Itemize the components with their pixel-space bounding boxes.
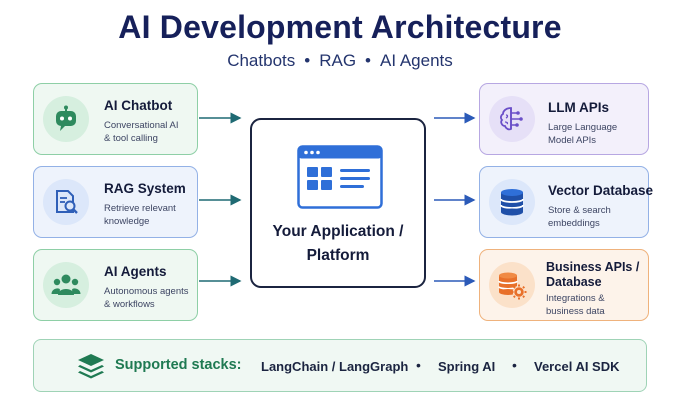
subtitle-rag: RAG — [319, 51, 357, 70]
card-rag-system: RAG System Retrieve relevant knowledge — [33, 166, 198, 238]
subtitle-chatbots: Chatbots — [227, 51, 296, 70]
card-ai-chatbot: AI Chatbot Conversational AI & tool call… — [33, 83, 198, 155]
database-icon — [489, 179, 535, 225]
card-title: AI Agents — [104, 264, 167, 279]
stack-separator: • — [416, 357, 421, 373]
card-desc-line: Model APIs — [548, 135, 597, 146]
page-title: AI Development Architecture — [118, 9, 562, 45]
subtitle-separator: • — [365, 51, 371, 70]
card-desc-line: Autonomous agents — [104, 286, 189, 297]
card-desc-line: business data — [546, 306, 605, 317]
card-desc: Large Language Model APIs — [548, 121, 617, 147]
card-desc: Integrations & business data — [546, 292, 605, 318]
card-title: Vector Database — [548, 183, 654, 198]
stack-separator: • — [512, 357, 517, 373]
layers-icon — [76, 352, 106, 385]
card-title: LLM APIs — [548, 100, 610, 115]
card-desc-line: Store & search — [548, 205, 611, 216]
card-desc: Conversational AI & tool calling — [104, 119, 178, 145]
card-desc: Store & search embeddings — [548, 204, 611, 230]
card-desc-line: Conversational AI — [104, 120, 179, 131]
supported-stacks-bar: Supported stacks: LangChain / LangGraph … — [33, 339, 647, 392]
app-window-icon — [297, 145, 383, 214]
card-desc-line: Large Language — [548, 122, 618, 133]
page-subtitle: Chatbots • RAG • AI Agents — [0, 51, 680, 71]
subtitle-ai-agents: AI Agents — [380, 51, 453, 70]
card-vector-database: Vector Database Store & search embedding… — [479, 166, 653, 238]
stack-langchain: LangChain / LangGraph — [261, 359, 409, 374]
stack-spring-ai: Spring AI — [438, 359, 496, 374]
center-application-box: Your Application / Platform — [250, 118, 426, 288]
card-title: AI Chatbot — [104, 98, 173, 113]
card-desc-line: Retrieve relevant — [104, 203, 176, 214]
card-desc-line: & tool calling — [104, 133, 158, 144]
card-desc-line: knowledge — [104, 216, 150, 227]
card-ai-agents: AI Agents Autonomous agents & workflows — [33, 249, 198, 321]
brain-circuit-icon — [489, 96, 535, 142]
robot-chat-icon — [43, 96, 89, 142]
card-desc-line: & workflows — [104, 299, 155, 310]
center-title-line: Platform — [306, 247, 370, 264]
card-desc: Retrieve relevant knowledge — [104, 202, 176, 228]
subtitle-separator: • — [304, 51, 311, 70]
team-agents-icon — [43, 262, 89, 308]
center-title-line: Your Application / — [272, 223, 404, 240]
card-title-line: Business APIs / — [546, 260, 640, 274]
stack-vercel-ai-sdk: Vercel AI SDK — [534, 359, 620, 374]
center-title: Your Application / Platform — [252, 220, 424, 268]
card-desc: Autonomous agents & workflows — [104, 285, 189, 311]
card-desc-line: Integrations & — [546, 293, 605, 304]
card-llm-apis: LLM APIs Large Language Model APIs — [479, 83, 649, 155]
card-title-line: Database — [546, 275, 602, 289]
card-title: RAG System — [104, 181, 186, 196]
card-desc-line: embeddings — [548, 218, 600, 229]
card-business-apis: Business APIs / Database Integrations & … — [479, 249, 649, 321]
card-title: Business APIs / Database — [546, 260, 639, 290]
database-gear-icon — [489, 262, 535, 308]
supported-stacks-label: Supported stacks: — [115, 357, 242, 373]
document-search-icon — [43, 179, 89, 225]
